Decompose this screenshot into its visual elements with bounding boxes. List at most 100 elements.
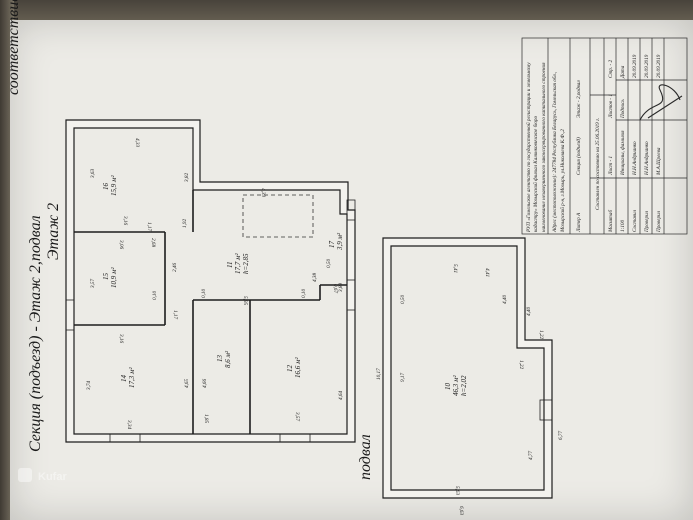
signature-scribble [639,84,683,121]
room-14-area: 17,3 м² [128,367,136,388]
room-10-height: h=2,02 [460,375,468,396]
dim-677: 6,77 [558,431,564,440]
dim-334: 3,34 [126,420,133,429]
stamp-org-2: кадастру» Мозырский филиал Калинковичско… [532,116,539,232]
stamp-sheets-label: Листов - 1 [608,94,614,119]
stamp-org-1: РУП «Гомельское агентство по государстве… [525,62,532,233]
stamp-date-header: Дата [620,65,626,79]
dim-433b: 4,33 [260,188,267,197]
room-15-area: 10,9 м² [110,267,118,288]
stamp-address-1: Адрес (местоположение): 247784 Республик… [551,72,558,233]
window-right-2 [346,199,356,221]
window-bottom-2 [279,433,311,443]
window-left-1 [65,299,75,331]
stamp-row1-pos: Составил [632,209,638,232]
stamp-row3-name: М.А.Шреева [656,147,662,176]
stamp-state: Составлен по состоянию на 25.06.2019 г. [595,118,601,210]
stamp-page-label: Стр. - 2 [608,60,614,78]
stamp-scale: 1:100 [620,219,626,232]
stamp-scale-label: Масштаб [607,210,614,233]
dim-357b: 3,57 [294,412,300,421]
dim-010a: 0,10 [152,291,158,300]
dim-382: 3,82 [184,173,190,182]
dim-541: 5,41 [452,264,459,273]
watermark: Kufar [18,468,67,483]
dim-050b: 0,50 [400,295,406,304]
room-12-area: 16,6 м² [294,357,302,378]
stamp-object: наименование незавершенного законсервиро… [541,62,547,232]
stamp-row1-name: Н.Н.Андрианко [631,141,638,176]
dim-433a: 4,33 [134,138,141,147]
dim-246: 2,46 [171,263,178,272]
dim-316a: 3,16 [122,216,128,225]
room-16-num: 16 [102,183,110,191]
dim-464: 4,64 [337,391,344,400]
dim-117a: 1,17 [146,222,152,231]
dim-465: 4,65 [183,379,190,388]
room-10-num: 10 [444,383,452,391]
stamp-row2-pos: Проверил [644,210,650,233]
stamp-sign-header: Подпись [619,99,626,119]
room-13-area: 8,6 м² [224,350,232,368]
stamp-floor: Этаж - 2,подвал [575,80,582,118]
stamp-sheet-label: Лист - 1 [608,156,614,176]
dim-438: 4,38 [311,273,318,282]
watermark-logo-icon [18,468,32,482]
plan-title: Секция (подъезд) - Этаж 2,подвал [27,215,44,452]
room-17-num: 17 [328,241,336,249]
dim-363: 3,63 [90,169,96,178]
basement-plan [382,237,553,499]
room-10-area: 46,3 м² [452,375,460,396]
dim-389: 3,89 [338,283,344,292]
stamp-row1-date: 20.09.2019 [632,54,638,78]
dim-374: 3,74 [85,381,92,390]
dim-563: 5,63 [454,486,460,495]
dim-440b: 4,40 [525,307,532,316]
room-11-num: 11 [226,262,234,268]
stamp-row3-date: 20.09.2019 [656,54,662,78]
room-17-area: 3,9 м² [336,232,344,251]
room-12-num: 12 [286,365,294,373]
room-11-area: 17,7 м² [234,253,242,274]
stamp-address-2: Мозырский р-н, г.Мозырь, ул.Николаева К.… [559,129,566,233]
stamp-row3-pos: Проверил [656,210,662,233]
room-15-num: 15 [102,273,110,281]
dim-441: 4,41 [484,268,491,277]
stamp-row2-name: Н.Н.Андрианко [643,141,650,176]
watermark-text: Kufar [38,471,67,483]
room-14-num: 14 [120,375,128,383]
stamp-liter: Литер А [576,212,582,233]
dim-010c: 0,10 [301,289,307,298]
stamp-row2-date: 20.09.2019 [644,54,650,78]
basement-title: подвал [357,434,374,480]
room-13-num: 13 [216,355,224,363]
window-bottom-1 [109,433,141,443]
dim-477: 4,77 [527,451,534,460]
dim-1017: 10,17 [376,368,382,380]
dim-595: 5,95 [242,296,248,305]
dashed-opening [242,194,314,238]
dim-192: 1,92 [182,219,188,228]
title-block [521,37,688,235]
dim-122b: 1,22 [518,360,524,369]
stamp-names-header: Инициалы, фамилия [619,130,626,176]
dim-663: 6,63 [458,506,464,515]
stamp-border [521,37,688,235]
dim-466: 4,66 [201,379,208,388]
plan-subtitle: Этаж 2 [45,203,62,260]
inner-outline [73,127,348,435]
header-cut-text: соответствие помещений капитального стро… [5,0,22,95]
floor2-plan [65,119,356,443]
dim-117b: 1,17 [172,310,178,319]
window-right-1 [346,279,356,311]
basement-window [539,399,553,421]
dim-050: 0,50 [326,259,332,268]
dim-316b: 3,16 [118,334,124,343]
room-11-height: h=2,85 [242,253,250,274]
dim-917: 9,17 [400,373,406,382]
dim-268: 2,68 [150,238,156,247]
room-16-area: 15,9 м² [110,175,118,196]
dim-122a: 1,22 [538,330,544,339]
dim-440: 4,40 [501,295,508,304]
